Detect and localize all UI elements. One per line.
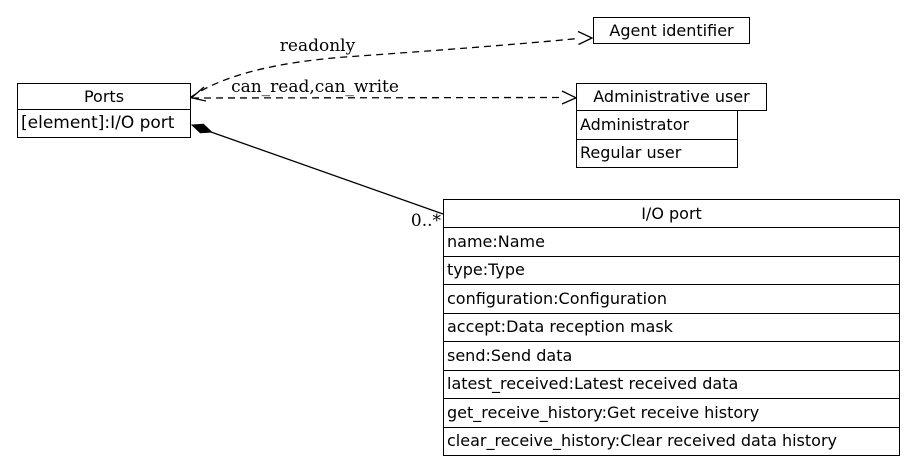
node-administrative-user-row-regular-user: Regular user xyxy=(577,138,737,168)
node-io-port-row-get-receive-history: get_receive_history:Get receive history xyxy=(444,398,899,427)
node-administrative-user-row-administrator: Administrator xyxy=(580,114,690,134)
node-administrative-user-rows: Administrator Regular user xyxy=(576,110,738,168)
edge-label-multiplicity: 0..* xyxy=(410,211,441,231)
node-io-port-row-send: send:Send data xyxy=(444,341,899,370)
node-io-port: I/O port name:Name type:Type configurati… xyxy=(443,199,900,456)
edge-composition-line xyxy=(210,131,444,215)
edge-label-readonly: readonly xyxy=(279,36,356,56)
edge-readonly-arrowhead-icon xyxy=(577,30,594,46)
node-io-port-row-clear-receive-history: clear_receive_history:Clear received dat… xyxy=(444,426,899,456)
node-administrative-user-header: Administrative user xyxy=(576,83,767,111)
node-administrative-user-title: Administrative user xyxy=(593,87,750,106)
edge-canread-tail-vee-icon xyxy=(190,86,207,102)
node-agent-identifier: Agent identifier xyxy=(593,17,750,44)
node-io-port-row-type: type:Type xyxy=(444,255,899,285)
node-io-port-row-latest-received: latest_received:Latest received data xyxy=(444,369,899,399)
node-io-port-row-accept: accept:Data reception mask xyxy=(444,312,899,342)
node-ports-title: Ports xyxy=(83,86,125,106)
node-io-port-row-configuration: configuration:Configuration xyxy=(444,284,899,313)
node-agent-identifier-title: Agent identifier xyxy=(609,20,734,40)
edge-canread-arrowhead-icon xyxy=(561,90,578,105)
edge-canread-line xyxy=(191,96,563,99)
node-io-port-row-name: name:Name xyxy=(444,227,899,256)
node-ports-row-element: [element]:I/O port xyxy=(18,109,190,137)
node-ports: Ports [element]:I/O port xyxy=(17,83,191,138)
composition-diamond-icon xyxy=(190,123,213,134)
edge-label-can-read-can-write: can_read,can_write xyxy=(231,77,399,97)
node-io-port-title: I/O port xyxy=(641,203,702,223)
